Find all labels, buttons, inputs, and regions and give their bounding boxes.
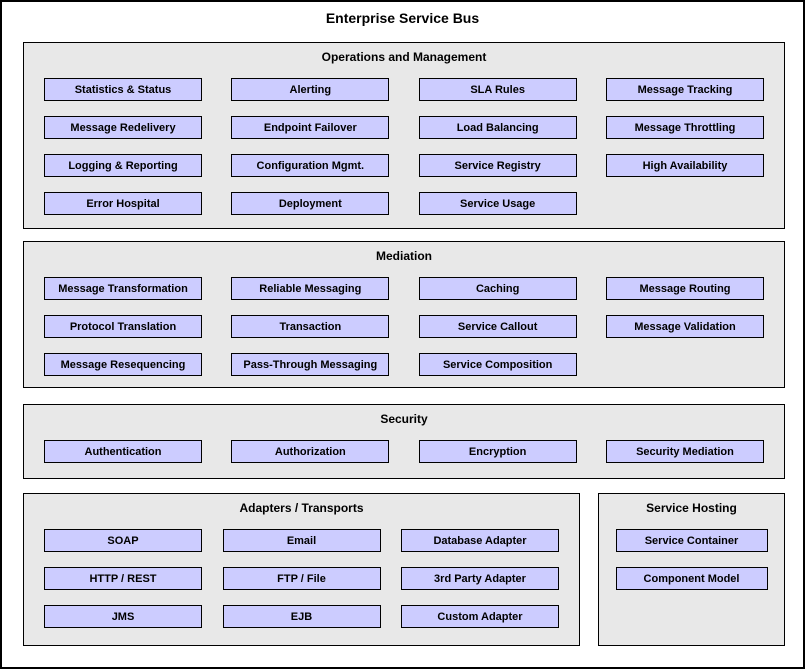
diagram-box-error-hospital: Error Hospital [44,192,202,215]
diagram-box-service-usage: Service Usage [418,192,577,215]
diagram-box-logging-reporting: Logging & Reporting [44,154,202,177]
diagram-box-authorization: Authorization [231,440,390,463]
section-title-security: Security [380,412,428,426]
diagram-box-transaction: Transaction [231,315,390,338]
diagram-box-configuration-mgmt: Configuration Mgmt. [231,154,390,177]
diagram-box-statistics-status: Statistics & Status [44,78,202,101]
diagram-box-protocol-translation: Protocol Translation [44,315,202,338]
diagram-box-pass-through-messaging: Pass-Through Messaging [231,353,390,376]
section-mediation: Mediation Message Transformation Reliable… [23,241,785,388]
diagram-box-message-throttling: Message Throttling [605,116,764,139]
section-title-hosting: Service Hosting [646,501,737,515]
diagram-box-endpoint-failover: Endpoint Failover [231,116,390,139]
diagram-box-encryption: Encryption [418,440,577,463]
section-operations-and-management: Operations and Management Statistics & S… [23,42,785,229]
diagram-box-component-model: Component Model [615,567,768,590]
diagram-box-message-transformation: Message Transformation [44,277,202,300]
diagram-box-service-container: Service Container [615,529,768,552]
section-title-operations: Operations and Management [321,50,487,64]
diagram-box-load-balancing: Load Balancing [418,116,577,139]
diagram-box-custom-adapter: Custom Adapter [401,605,559,628]
diagram-box-ejb: EJB [222,605,381,628]
section-security: Security Authentication Authorization Encr… [23,404,785,479]
diagram-box-alerting: Alerting [231,78,390,101]
diagram-box-message-redelivery: Message Redelivery [44,116,202,139]
diagram-box-message-resequencing: Message Resequencing [44,353,202,376]
diagram-box-caching: Caching [418,277,577,300]
diagram-box-jms: JMS [44,605,202,628]
diagram-box-http-rest: HTTP / REST [44,567,202,590]
diagram-box-sla-rules: SLA Rules [418,78,577,101]
diagram-box-soap: SOAP [44,529,202,552]
mediation-items-grid: Message Transformation Reliable Messaging… [24,277,784,376]
diagram-title: Enterprise Service Bus [325,10,480,26]
diagram-box-3rd-party-adapter: 3rd Party Adapter [401,567,559,590]
section-adapters-transports: Adapters / Transports SOAP Email Database … [23,493,580,646]
diagram-box-authentication: Authentication [44,440,202,463]
diagram-box-security-mediation: Security Mediation [605,440,764,463]
diagram-box-deployment: Deployment [231,192,390,215]
diagram-box-high-availability: High Availability [605,154,764,177]
security-items-grid: Authentication Authorization Encryption Sec… [24,440,784,463]
diagram-box-service-composition: Service Composition [418,353,577,376]
diagram-box-message-validation: Message Validation [605,315,764,338]
diagram-box-database-adapter: Database Adapter [401,529,559,552]
diagram-box-reliable-messaging: Reliable Messaging [231,277,390,300]
diagram-box-message-routing: Message Routing [605,277,764,300]
section-title-mediation: Mediation [376,249,432,263]
diagram-box-ftp-file: FTP / File [222,567,381,590]
diagram-box-email: Email [222,529,381,552]
section-title-adapters: Adapters / Transports [239,501,364,515]
diagram-box-service-callout: Service Callout [418,315,577,338]
diagram-box-service-registry: Service Registry [418,154,577,177]
diagram-box-message-tracking: Message Tracking [605,78,764,101]
